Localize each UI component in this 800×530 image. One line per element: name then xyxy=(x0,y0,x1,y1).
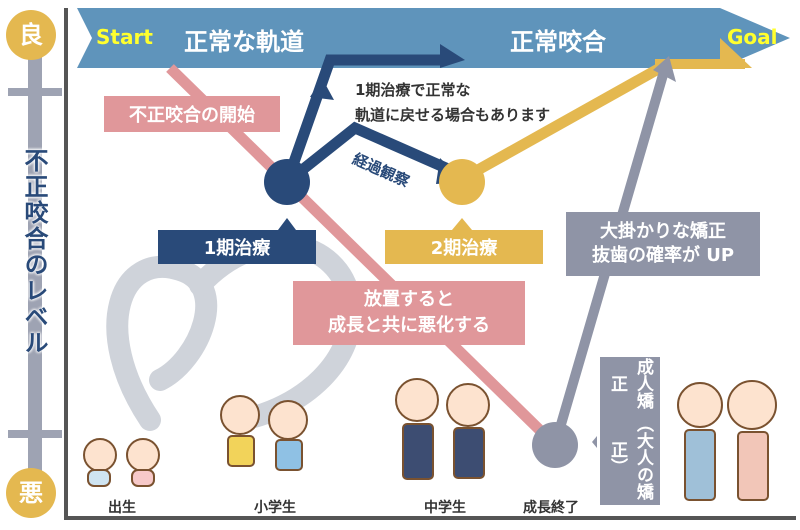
neglect-warning-label: 放置すると 成長と共に悪化する xyxy=(293,281,525,345)
adult-line2: （大人の矯正） xyxy=(607,415,653,501)
neglect-line2: 成長と共に悪化する xyxy=(328,315,490,336)
phase2-path xyxy=(457,63,663,185)
major-correction-line1: 大掛かりな矯正 xyxy=(600,221,726,242)
phase1-treatment-label: 1期治療 xyxy=(158,230,316,264)
phase1-note-line1: 1期治療で正常な xyxy=(355,81,471,99)
stage-elementary: 小学生 xyxy=(254,500,296,516)
stage-birth: 出生 xyxy=(108,500,136,516)
chart-frame xyxy=(64,8,796,520)
observation-path xyxy=(283,121,458,187)
phase1-up-arrowhead xyxy=(310,78,334,100)
axis-tick-bottom xyxy=(8,430,62,438)
adult-line1: 成人矯正 xyxy=(607,358,653,410)
phase1-node xyxy=(264,159,310,205)
good-level-badge: 良 xyxy=(6,10,56,60)
phase2-treatment-label: 2期治療 xyxy=(385,230,543,264)
malocclusion-start-label: 不正咬合の開始 xyxy=(104,96,280,132)
neglect-line1: 放置すると xyxy=(364,289,454,310)
major-correction-label: 大掛かりな矯正 抜歯の確率が UP xyxy=(566,212,760,276)
stage-junior-high: 中学生 xyxy=(424,500,466,516)
stage-growth-end: 成長終了 xyxy=(523,500,579,516)
junior-high-kids-illustration xyxy=(395,378,490,480)
normal-trajectory-banner xyxy=(77,8,790,68)
phase1-note-line2: 軌道に戻せる場合もあります xyxy=(355,106,551,124)
normal-occlusion-title: 正常咬合 xyxy=(510,28,606,56)
phase1-return-arrowhead xyxy=(440,44,465,68)
normal-trajectory-title: 正常な軌道 xyxy=(184,28,304,56)
major-correction-line2: 抜歯の確率が UP xyxy=(591,245,735,266)
growth-end-node xyxy=(532,422,578,468)
goal-label: Goal xyxy=(727,25,778,49)
adult-orthodontics-label: 成人矯正 （大人の矯正） xyxy=(600,357,660,505)
start-label: Start xyxy=(96,25,153,49)
bad-level-badge: 悪 xyxy=(6,468,56,518)
level-axis-bar xyxy=(28,22,42,500)
axis-title: 不正咬合のレベル xyxy=(20,148,48,356)
adults-illustration xyxy=(677,380,777,501)
phase1-return-path xyxy=(281,54,440,184)
babies-illustration xyxy=(83,438,160,487)
elementary-kids-illustration xyxy=(220,395,308,471)
phase2-node xyxy=(439,159,485,205)
axis-tick-top xyxy=(8,88,62,96)
adult-arrowhead xyxy=(653,56,676,82)
goal-arrowhead xyxy=(720,38,752,68)
phase1-note: 1期治療で正常な 軌道に戻せる場合もあります xyxy=(355,78,550,128)
